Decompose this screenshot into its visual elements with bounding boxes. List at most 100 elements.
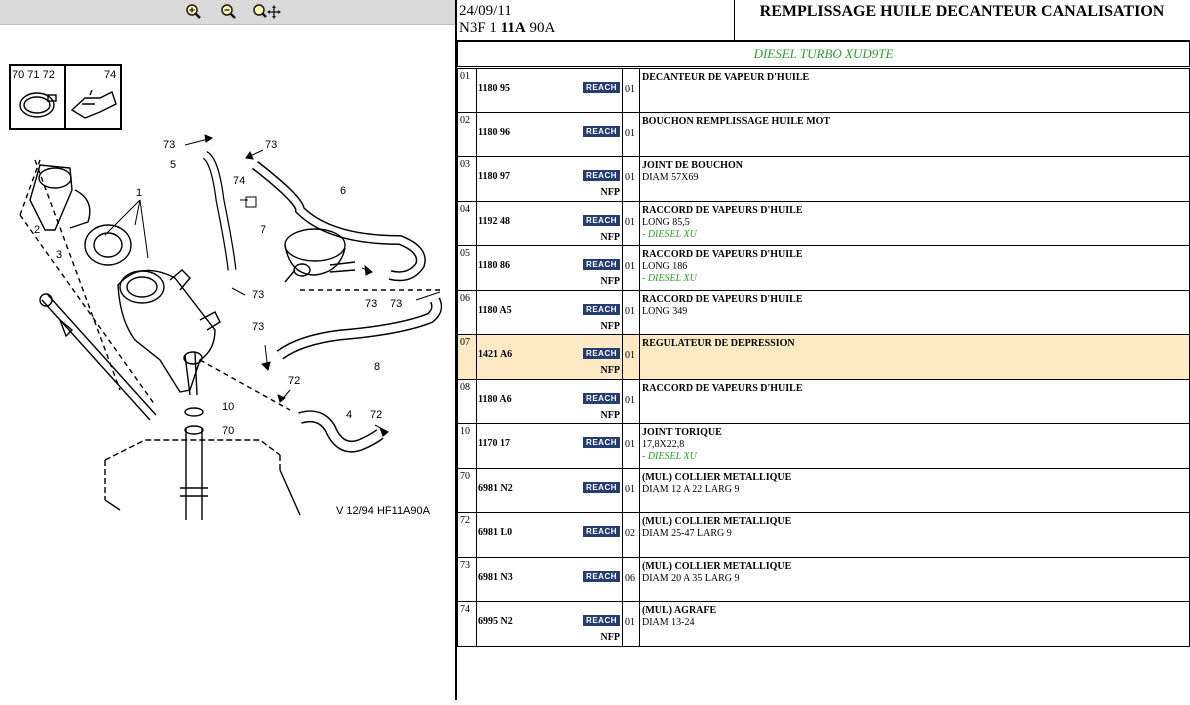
part-index: 07 <box>458 335 477 379</box>
part-description: (MUL) COLLIER METALLIQUE <box>642 560 792 572</box>
quantity: 01 <box>623 201 640 245</box>
part-detail: LONG 85,5 <box>642 216 690 228</box>
part-reference[interactable]: 6981 N3 <box>478 571 513 583</box>
reach-badge: REACH <box>583 526 620 537</box>
part-detail: 17,8X22,8 <box>642 439 685 450</box>
description-cell: REGULATEUR DE DEPRESSION <box>642 338 1182 350</box>
reach-badge: REACH <box>583 259 620 270</box>
svg-text:73: 73 <box>390 298 402 310</box>
part-description: JOINT DE BOUCHON <box>642 160 743 171</box>
reach-badge: REACH <box>583 348 620 359</box>
ref-cell: 6981 L0 REACH <box>478 513 623 557</box>
reach-badge: REACH <box>583 125 620 137</box>
svg-text:2: 2 <box>34 224 40 236</box>
quantity: 02 <box>623 513 640 557</box>
page-title: REMPLISSAGE HUILE DECANTEUR CANALISATION <box>759 3 1165 20</box>
header-separator <box>734 0 735 40</box>
part-detail: DIAM 12 A 22 LARG 9 <box>642 483 740 495</box>
header-code: N3F 1 11A 90A <box>459 20 556 36</box>
part-reference[interactable]: 6981 N2 <box>478 482 513 494</box>
pane-divider[interactable] <box>455 0 457 700</box>
zoom-out-button[interactable] <box>218 3 238 21</box>
quantity: 01 <box>623 246 640 290</box>
part-reference[interactable]: 1192 48 <box>478 215 510 227</box>
svg-text:72: 72 <box>288 375 300 387</box>
quantity: 01 <box>623 602 640 646</box>
part-detail: LONG 349 <box>642 305 688 317</box>
part-index: 10 <box>458 424 477 468</box>
nfp-label: NFP <box>600 187 620 198</box>
part-reference[interactable]: 1421 A6 <box>478 349 513 360</box>
svg-text:73: 73 <box>163 139 175 151</box>
svg-text:70: 70 <box>222 425 234 437</box>
parts-header: 24/09/11 N3F 1 11A 90A REMPLISSAGE HUILE… <box>457 0 1190 42</box>
reach-badge: REACH <box>583 303 620 315</box>
svg-text:8: 8 <box>374 361 380 373</box>
part-description: RACCORD DE VAPEURS D'HUILE <box>642 204 803 216</box>
svg-text:3: 3 <box>56 249 62 261</box>
part-index: 02 <box>458 112 477 156</box>
parts-list-pane: 24/09/11 N3F 1 11A 90A REMPLISSAGE HUILE… <box>457 0 1190 700</box>
part-index: 06 <box>458 290 477 334</box>
svg-text:1: 1 <box>136 187 142 199</box>
part-reference[interactable]: 6995 N2 <box>478 616 513 627</box>
part-reference[interactable]: 1180 95 <box>478 83 510 94</box>
part-reference[interactable]: 1180 A6 <box>478 393 512 405</box>
svg-text:73: 73 <box>252 289 264 301</box>
part-note: - DIESEL XU <box>642 228 697 240</box>
description-cell: RACCORD DE VAPEURS D'HUILE <box>642 383 1182 395</box>
part-reference[interactable]: 6981 L0 <box>478 527 513 538</box>
quantity: 01 <box>623 424 640 468</box>
quantity: 01 <box>623 379 640 423</box>
part-reference[interactable]: 1180 96 <box>478 126 510 138</box>
zoom-in-button[interactable] <box>183 3 203 21</box>
svg-text:72: 72 <box>370 409 382 421</box>
part-reference[interactable]: 1170 17 <box>478 438 510 449</box>
description-cell: BOUCHON REMPLISSAGE HUILE MOT <box>642 116 1182 128</box>
zoom-pan-icon <box>253 4 281 19</box>
svg-text:4: 4 <box>346 409 352 421</box>
part-reference[interactable]: 1180 A5 <box>478 304 512 316</box>
svg-text:5: 5 <box>170 159 176 171</box>
part-description: RACCORD DE VAPEURS D'HUILE <box>642 382 803 394</box>
part-reference[interactable]: 1180 86 <box>478 260 510 271</box>
part-description: RACCORD DE VAPEURS D'HUILE <box>642 293 803 305</box>
reach-badge: REACH <box>583 170 620 181</box>
part-reference[interactable]: 1180 97 <box>478 171 510 182</box>
part-index: 74 <box>458 602 477 646</box>
reach-badge: REACH <box>583 392 620 404</box>
svg-text:73: 73 <box>265 139 277 151</box>
exploded-diagram: 70 71 72 74 73 73 5 6 74 1 2 3 7 73 73 7… <box>0 25 455 700</box>
engine-subtitle: DIESEL TURBO XUD9TE <box>457 42 1190 67</box>
part-index: 70 <box>458 468 477 512</box>
zoom-fit-button[interactable] <box>252 3 282 21</box>
svg-text:7: 7 <box>260 224 266 236</box>
quantity: 01 <box>623 112 640 156</box>
svg-text:10: 10 <box>222 401 234 413</box>
